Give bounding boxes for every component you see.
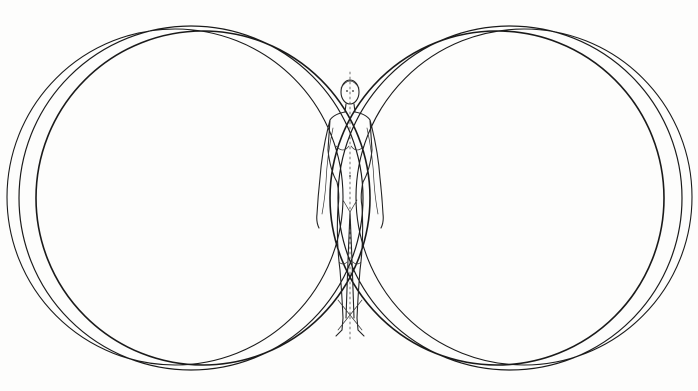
right-circle-middle (338, 26, 682, 370)
figure-eye-right (352, 90, 354, 92)
figure-cross-lines (338, 300, 362, 330)
figure-arm-right (370, 120, 383, 228)
right-circle-inner (330, 31, 664, 365)
figure-arm-left-inner (322, 128, 333, 214)
right-circle-outer (356, 29, 692, 365)
left-circle-inner (36, 31, 370, 365)
figure-arm-left (317, 120, 330, 228)
human-figure (317, 72, 384, 340)
figure-eye-left (346, 90, 348, 92)
left-circle-middle (19, 26, 363, 370)
right-circle-group (330, 26, 692, 370)
left-circle-outer (7, 29, 343, 365)
figure-arm-right-inner (367, 128, 378, 214)
figure-navel (349, 175, 351, 177)
left-circle-group (7, 26, 370, 370)
